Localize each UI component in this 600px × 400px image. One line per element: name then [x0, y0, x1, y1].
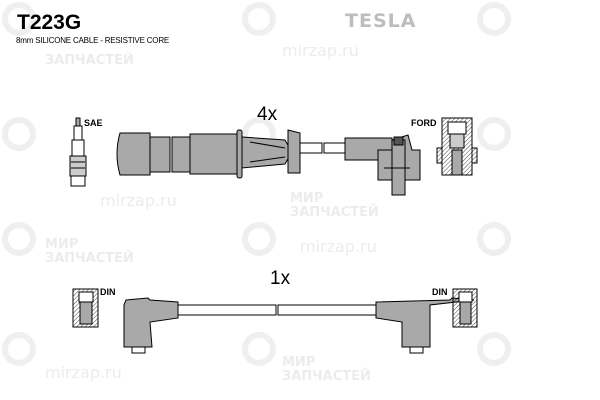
watermark-site: mirzap.ru	[300, 237, 377, 256]
cable-4x	[116, 129, 421, 196]
brand-logo: TESLA	[345, 10, 417, 32]
watermark-site: mirzap.ru	[45, 363, 122, 382]
watermark-pin-icon	[477, 332, 511, 366]
watermark-text: МИР	[290, 191, 324, 206]
din-terminal-icon	[452, 288, 478, 328]
watermark-pin-icon	[2, 222, 36, 256]
watermark-pin-icon	[477, 2, 511, 36]
watermark-pin-icon	[477, 117, 511, 151]
watermark-text: ЗАПЧАСТЕЙ	[45, 53, 134, 68]
din-boot	[123, 297, 179, 348]
watermark-pin-icon	[2, 2, 36, 36]
watermark-text: ЗАПЧАСТЕЙ	[290, 205, 379, 220]
cable-description: 8mm SILICONE CABLE - RESISTIVE CORE	[16, 36, 170, 45]
watermark-text: МИР	[282, 355, 316, 370]
spark-plug-boot	[116, 132, 151, 176]
watermark-pin-icon	[477, 222, 511, 256]
end-type-label: DIN	[100, 287, 116, 297]
din-terminal-icon	[72, 288, 99, 328]
watermark: ЗАПЧАСТЕЙ	[45, 54, 134, 68]
watermark-pin-icon	[242, 2, 276, 36]
watermark-pin-icon	[2, 332, 36, 366]
watermark-pin-icon	[242, 332, 276, 366]
watermark-pin-icon	[2, 117, 36, 151]
watermark-text: ЗАПЧАСТЕЙ	[45, 251, 134, 266]
quantity-label: 1x	[270, 268, 291, 289]
ford-terminal-icon	[436, 117, 478, 176]
watermark-site: mirzap.ru	[100, 191, 177, 210]
part-number: T223G	[17, 11, 82, 34]
watermark-site: mirzap.ru	[282, 41, 359, 60]
watermark-pin-icon	[242, 222, 276, 256]
watermark-text: ЗАПЧАСТЕЙ	[282, 369, 371, 384]
din-boot	[375, 297, 475, 348]
watermark-text: МИР	[45, 237, 79, 252]
spark-plug-icon	[69, 117, 87, 187]
cable-1x	[123, 297, 475, 354]
end-type-label: FORD	[411, 118, 437, 128]
end-type-label: DIN	[432, 287, 448, 297]
quantity-label: 4x	[257, 104, 278, 125]
end-type-label: SAE	[84, 118, 103, 128]
